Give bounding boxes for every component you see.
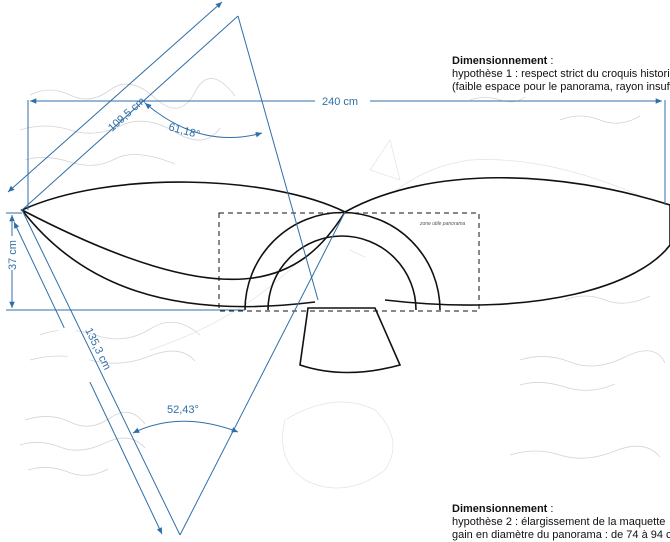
panorama-zone-rect (218, 212, 480, 312)
note-line: hypothèse 2 : élargissement de la maquet… (452, 516, 666, 528)
note-line: hypothèse 1 : respect strict du croquis … (452, 68, 670, 80)
height-label: 37 cm (7, 240, 19, 270)
lower-angle-label: 52,43° (167, 404, 199, 416)
upper-diagonal-arrow (7, 1, 223, 193)
note-line: (faible espace pour le panorama, rayon i… (452, 81, 670, 93)
wing-shapes (20, 176, 670, 374)
panorama-zone-label: zone utile panorama (419, 221, 466, 227)
note-line: gain en diamètre du panorama : de 74 à 9… (452, 529, 670, 541)
hypothesis-1-note: Dimensionnement : hypothèse 1 : respect … (452, 55, 670, 94)
top-length-label: 240 cm (322, 96, 358, 108)
left-wing-lower-lobe (21, 209, 316, 308)
left-wing-outline (20, 181, 347, 281)
note-heading: Dimensionnement (452, 503, 548, 515)
inner-arch (267, 235, 417, 311)
note-heading-suffix: : (547, 503, 554, 515)
upper-angle-label: 61,18° (167, 121, 201, 141)
right-wing-outline (344, 176, 670, 306)
outer-arch (244, 211, 441, 311)
base-foot (299, 307, 402, 374)
hypothesis-2-note: Dimensionnement : hypothèse 2 : élargiss… (452, 503, 670, 542)
note-heading-suffix: : (547, 55, 554, 67)
note-heading: Dimensionnement (452, 55, 548, 67)
